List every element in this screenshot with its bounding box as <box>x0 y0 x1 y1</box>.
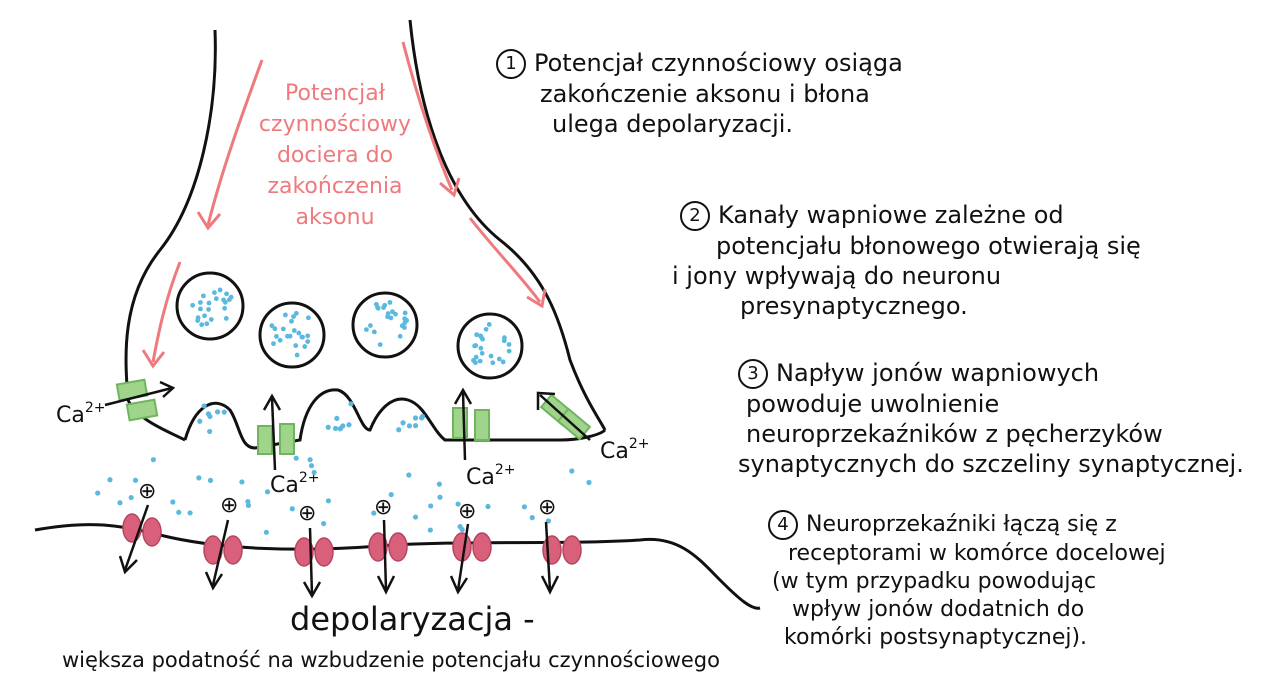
plus-icon: ⊕ <box>374 495 392 520</box>
step-2: 2 Kanały wapniowe zależne od potencjału b… <box>672 200 1141 321</box>
step-line: (w tym przypadku powodując <box>772 569 1097 594</box>
ca-ion-label: Ca2+ <box>56 400 105 428</box>
plus-icon: ⊕ <box>538 495 556 520</box>
plus-icon: ⊕ <box>458 499 476 524</box>
pink-note-line: zakończenia <box>267 174 403 199</box>
ca-ion-label: Ca2+ <box>270 470 319 498</box>
vesicles <box>175 271 524 380</box>
pink-note-line: czynnościowy <box>258 112 412 137</box>
step-line: neuroprzekaźników z pęcherzyków <box>746 420 1163 448</box>
step-line: potencjału błonowego otwierają się <box>716 232 1141 260</box>
step-line: presynaptycznego. <box>740 292 968 320</box>
step-line: Neuroprzekaźniki łączą się z <box>806 512 1117 537</box>
depolarization-label: depolaryzacja - <box>290 600 535 638</box>
pink-note-line: aksonu <box>295 205 375 230</box>
vesicle <box>351 291 419 359</box>
step-number: 1 <box>496 49 526 79</box>
step-line: Napływ jonów wapniowych <box>776 359 1100 387</box>
step-3: 3 Napływ jonów wapniowych powoduje uwolni… <box>738 358 1244 479</box>
neurotransmitter-dots <box>190 287 512 366</box>
vesicle <box>175 271 245 341</box>
step-number: 4 <box>768 510 798 540</box>
receptor <box>368 532 388 562</box>
ca-ion-label: Ca2+ <box>466 462 515 490</box>
receptors <box>122 513 582 567</box>
plus-icon: ⊕ <box>220 493 238 518</box>
positive-ions: ⊕ ⊕ ⊕ ⊕ ⊕ ⊕ <box>138 479 556 526</box>
step-line: synaptycznych do szczeliny synaptycznej. <box>738 450 1244 478</box>
step-4: 4 Neuroprzekaźniki łączą się z receptoram… <box>768 510 1166 652</box>
depolarization-description: większa podatność na wzbudzenie potencja… <box>62 648 720 672</box>
step-line: zakończenie aksonu i błona <box>540 80 870 108</box>
step-line: Potencjał czynnościowy osiąga <box>534 49 903 77</box>
pink-note-line: dociera do <box>276 143 394 168</box>
calcium-channel <box>279 423 295 455</box>
step-line: wpływ jonów dodatnich do <box>792 597 1085 622</box>
plus-icon: ⊕ <box>138 479 156 504</box>
ion-labels: Ca2+ Ca2+ Ca2+ Ca2+ <box>56 400 649 498</box>
calcium-entry-arrows <box>104 380 591 471</box>
calcium-channel <box>257 425 273 455</box>
step-1: 1 Potencjał czynnościowy osiąga zakończen… <box>496 48 903 139</box>
presynaptic-membrane <box>408 19 607 431</box>
pink-note-line: Potencjał <box>285 81 385 106</box>
ion-flow-arrows <box>118 504 560 599</box>
receptor <box>542 535 562 565</box>
pink-arrows <box>141 41 547 369</box>
presynaptic-membrane-bottom <box>183 388 607 450</box>
step-line: ulega depolaryzacji. <box>552 110 794 138</box>
calcium-channel <box>474 409 490 441</box>
cleft-neurotransmitters <box>95 401 592 535</box>
calcium-channels <box>115 378 592 455</box>
calcium-channel <box>125 398 159 422</box>
step-number: 3 <box>738 359 768 389</box>
ca-ion-label: Ca2+ <box>600 436 649 464</box>
step-line: i jony wpływają do neuronu <box>672 262 1002 290</box>
step-line: Kanały wapniowe zależne od <box>718 201 1064 229</box>
step-line: receptorami w komórce docelowej <box>788 541 1166 566</box>
receptor <box>294 537 314 567</box>
step-line: powoduje uwolnienie <box>746 390 1000 418</box>
pink-annotation: Potencjał czynnościowy dociera do zakońc… <box>240 78 430 233</box>
plus-icon: ⊕ <box>298 501 316 526</box>
step-number: 2 <box>680 201 710 231</box>
step-line: komórki postsynaptycznej). <box>784 625 1088 650</box>
receptor <box>122 513 142 543</box>
presynaptic-membrane <box>124 29 217 442</box>
